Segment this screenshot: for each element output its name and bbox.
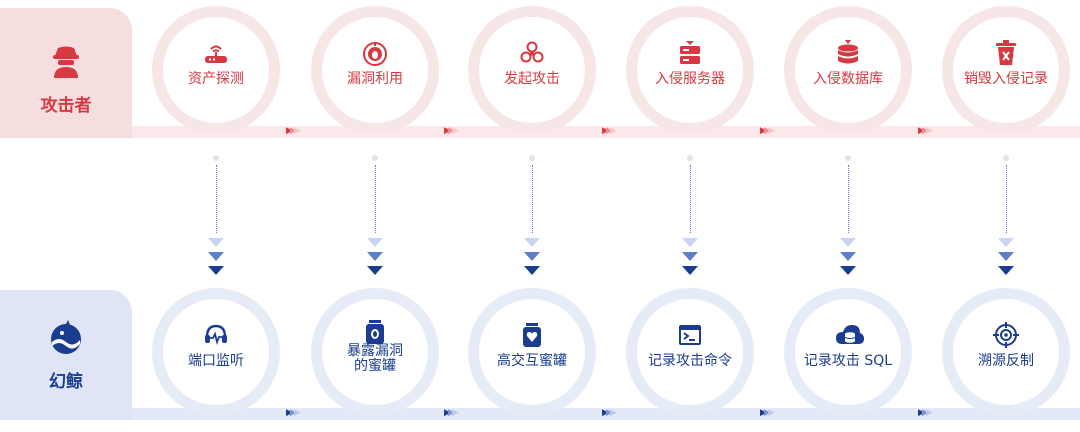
down-arrow-icon bbox=[208, 252, 224, 261]
terminal-icon bbox=[677, 322, 703, 348]
defender-step-label: 记录攻击 SQL bbox=[803, 353, 893, 369]
attacker-label: 攻击者 bbox=[40, 96, 92, 116]
attacker-step-label: 销毁入侵记录 bbox=[964, 71, 1048, 87]
down-arrow-icon bbox=[840, 252, 856, 261]
attacker-step-label: 漏洞利用 bbox=[347, 71, 403, 87]
down-arrow-icon bbox=[840, 238, 856, 247]
attacker-step-1: 资产探测 bbox=[152, 6, 280, 134]
defender-step-6: 溯源反制 bbox=[942, 288, 1070, 416]
bug-icon bbox=[362, 40, 388, 66]
defender-flow-arrow: ▶▶▶ bbox=[760, 408, 775, 418]
connector-dot bbox=[687, 155, 693, 161]
connector-line bbox=[690, 165, 691, 233]
down-arrow-icon bbox=[682, 252, 698, 261]
defender-flow-arrow: ▶▶▶ bbox=[918, 408, 933, 418]
headset-icon bbox=[203, 322, 229, 348]
target-icon bbox=[993, 322, 1019, 348]
attacker-step-3: 发起攻击 bbox=[468, 6, 596, 134]
honeypot-heart-icon bbox=[519, 322, 545, 348]
down-arrow-icon bbox=[208, 266, 224, 275]
attacker-flow-arrow: ▶▶▶ bbox=[286, 126, 301, 136]
down-arrow-icon bbox=[208, 238, 224, 247]
defender-step-5: 记录攻击 SQL bbox=[784, 288, 912, 416]
down-arrow-icon bbox=[524, 266, 540, 275]
defender-flow-arrow: ▶▶▶ bbox=[444, 408, 459, 418]
down-arrow-icon bbox=[524, 238, 540, 247]
down-arrow-icon bbox=[998, 238, 1014, 247]
attacker-step-label: 入侵服务器 bbox=[655, 71, 725, 87]
down-arrow-icon bbox=[367, 238, 383, 247]
defender-step-4: 记录攻击命令 bbox=[626, 288, 754, 416]
connector-line bbox=[216, 165, 217, 233]
attacker-step-label: 发起攻击 bbox=[504, 71, 560, 87]
attacker-step-2: 漏洞利用 bbox=[311, 6, 439, 134]
attacker-flow-arrow: ▶▶▶ bbox=[444, 126, 459, 136]
defender-step-label: 高交互蜜罐 bbox=[497, 353, 567, 369]
defender-flow-arrow: ▶▶▶ bbox=[286, 408, 301, 418]
attacker-step-label: 资产探测 bbox=[188, 71, 244, 87]
down-arrow-icon bbox=[367, 266, 383, 275]
attacker-step-5: 入侵数据库 bbox=[784, 6, 912, 134]
down-arrow-icon bbox=[998, 266, 1014, 275]
down-arrow-icon bbox=[367, 252, 383, 261]
down-arrow-icon bbox=[682, 238, 698, 247]
connector-dot bbox=[845, 155, 851, 161]
attacker-flow-arrow: ▶▶▶ bbox=[760, 126, 775, 136]
defender-step-label: 记录攻击命令 bbox=[648, 353, 732, 369]
connector-line bbox=[1006, 165, 1007, 233]
connector-dot bbox=[213, 155, 219, 161]
connector-line bbox=[848, 165, 849, 233]
defender-band: 幻鲸 端口监听 暴露漏洞 的蜜罐 高交互蜜罐 记录攻击命令 记录攻击 SQL 溯源反制 ▶▶… bbox=[0, 288, 1080, 432]
defender-step-1: 端口监听 bbox=[152, 288, 280, 416]
down-arrow-icon bbox=[840, 266, 856, 275]
defender-flow-arrow: ▶▶▶ bbox=[602, 408, 617, 418]
defender-tab: 幻鲸 bbox=[0, 290, 132, 420]
defender-step-label: 暴露漏洞 的蜜罐 bbox=[347, 343, 403, 374]
attacker-flow-arrow: ▶▶▶ bbox=[918, 126, 933, 136]
defender-label: 幻鲸 bbox=[49, 372, 83, 392]
server-icon bbox=[677, 40, 703, 66]
defender-step-2: 暴露漏洞 的蜜罐 bbox=[311, 288, 439, 416]
connector-dot bbox=[372, 155, 378, 161]
defender-step-label: 端口监听 bbox=[188, 353, 244, 369]
attacker-tab: 攻击者 bbox=[0, 8, 132, 138]
attacker-flow-arrow: ▶▶▶ bbox=[602, 126, 617, 136]
trash-icon bbox=[993, 40, 1019, 66]
connector-line bbox=[532, 165, 533, 233]
down-arrow-icon bbox=[682, 266, 698, 275]
defender-step-label: 溯源反制 bbox=[978, 353, 1034, 369]
defender-step-3: 高交互蜜罐 bbox=[468, 288, 596, 416]
down-arrow-icon bbox=[998, 252, 1014, 261]
biohazard-icon bbox=[519, 40, 545, 66]
connector-line bbox=[375, 165, 376, 233]
router-icon bbox=[203, 40, 229, 66]
attacker-step-4: 入侵服务器 bbox=[626, 6, 754, 134]
cloud-database-icon bbox=[835, 322, 864, 348]
honeypot-bug-icon bbox=[362, 319, 388, 345]
whale-logo-icon bbox=[51, 320, 81, 354]
hacker-icon bbox=[53, 46, 79, 78]
attacker-band: 攻击者 资产探测 漏洞利用 发起攻击 入侵服务器 入侵数据库 销毁入侵记录 ▶▶▶ ▶▶▶ ▶▶… bbox=[0, 0, 1080, 140]
connector-dot bbox=[1003, 155, 1009, 161]
down-arrow-icon bbox=[524, 252, 540, 261]
attacker-step-6: 销毁入侵记录 bbox=[942, 6, 1070, 134]
database-icon bbox=[835, 40, 861, 66]
connector-dot bbox=[529, 155, 535, 161]
attacker-step-label: 入侵数据库 bbox=[813, 71, 883, 87]
